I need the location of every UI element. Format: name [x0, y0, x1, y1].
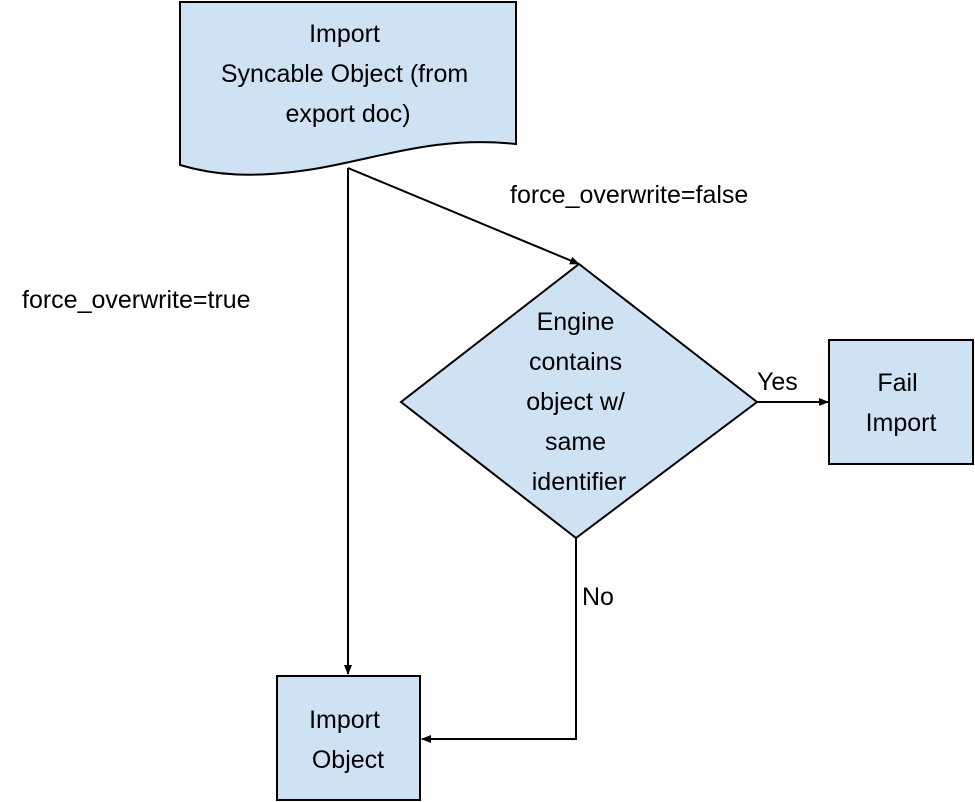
fail-node-line-1: Fail [877, 369, 917, 397]
decision-node: Engine contains object w/ same identifie… [399, 262, 759, 540]
edge-label-overwrite-true: force_overwrite=true [22, 286, 251, 314]
start-node-line-1: Import [309, 20, 380, 48]
decision-node-line-1: Engine [537, 308, 615, 336]
start-node-line-2: Syncable Object (from [221, 60, 468, 88]
fail-node-box [828, 339, 974, 465]
edge-label-no: No [582, 583, 614, 611]
decision-node-line-3: object w/ [526, 388, 625, 416]
start-node: Import Syncable Object (from export doc) [179, 1, 517, 176]
import-object-node-box [276, 675, 421, 801]
import-object-node-text: Import Object [309, 706, 387, 774]
diamond-shape [399, 262, 759, 540]
decision-node-line-4: same [545, 428, 606, 456]
import-object-node-line-2: Object [312, 746, 384, 774]
fail-node: Fail Import [828, 339, 974, 465]
start-node-text: Import Syncable Object (from export doc) [221, 20, 475, 128]
fail-node-line-2: Import [866, 409, 937, 437]
document-shape [179, 1, 517, 176]
edge-decision-to-import-object [421, 538, 577, 743]
fail-node-text: Fail Import [866, 369, 937, 437]
edge-label-overwrite-false: force_overwrite=false [510, 181, 748, 209]
decision-node-text: Engine contains object w/ same identifie… [526, 308, 632, 496]
import-object-node-line-1: Import [309, 706, 380, 734]
start-node-line-3: export doc) [285, 100, 410, 128]
edge-start-to-decision [347, 167, 580, 265]
edge-label-yes: Yes [757, 368, 798, 396]
decision-node-line-2: contains [529, 348, 622, 376]
decision-node-line-5: identifier [532, 468, 627, 496]
import-object-node: Import Object [276, 675, 421, 801]
